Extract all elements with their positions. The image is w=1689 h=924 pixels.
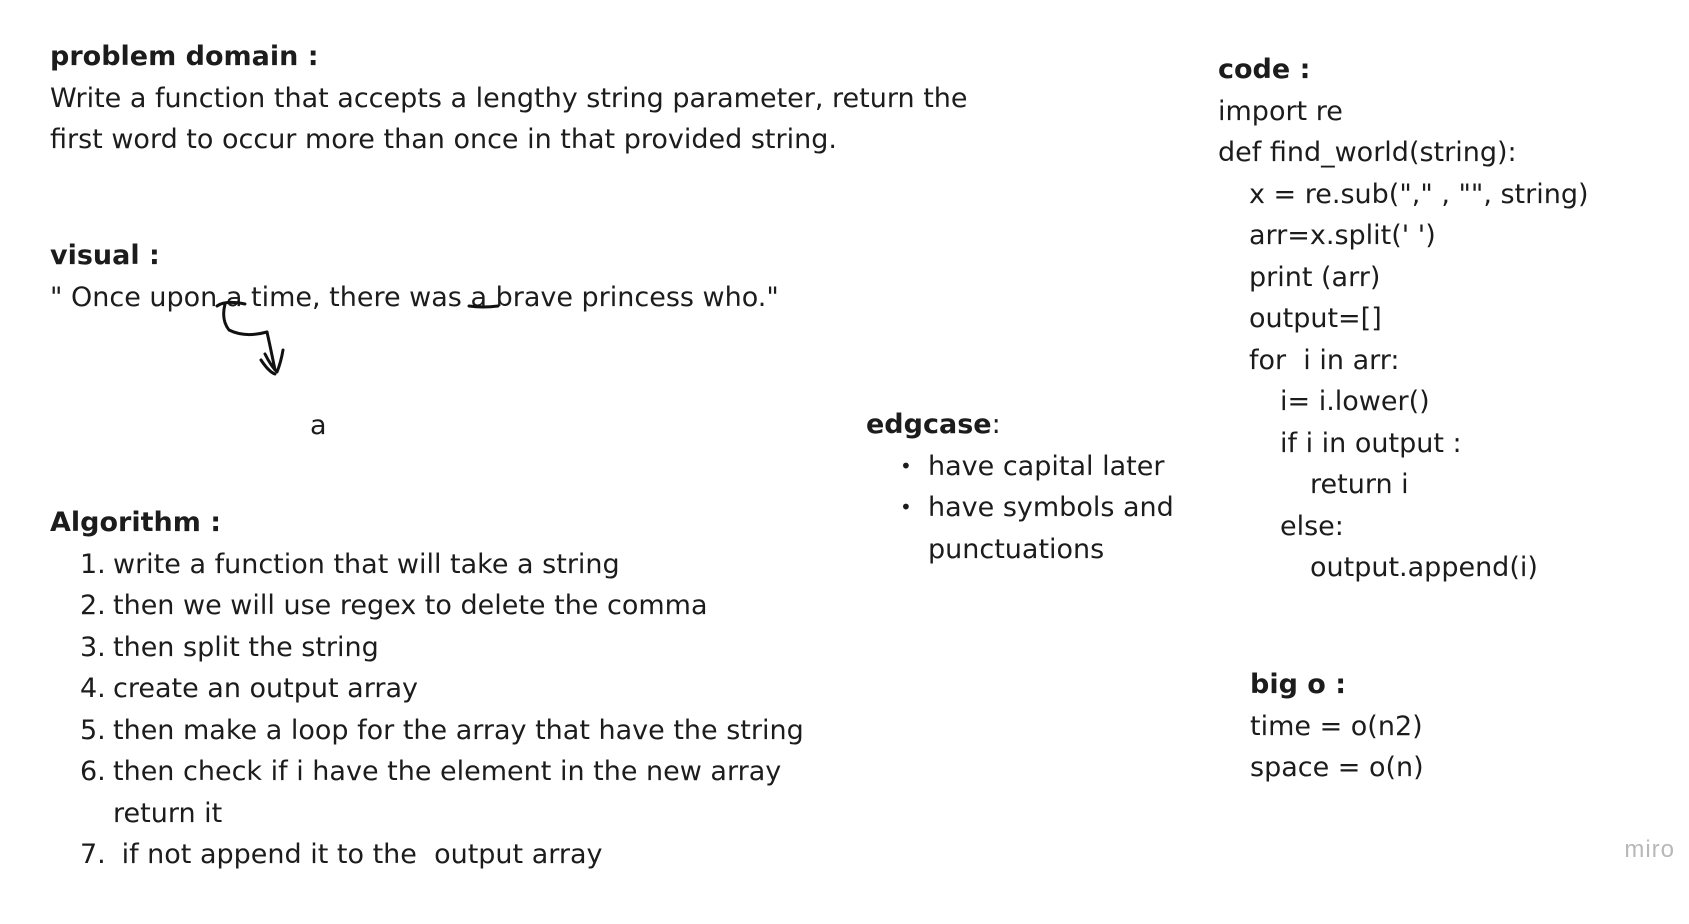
code-heading: code : [1218, 54, 1311, 85]
visual-section: visual : " Once upon a time, there was a… [50, 235, 779, 318]
algorithm-step: 6. then check if i have the element in t… [80, 756, 782, 829]
big-o-time: time = o(n2) [1250, 710, 1423, 742]
problem-domain-heading: problem domain : [50, 41, 319, 72]
edgecase-item: have symbols and punctuations [866, 487, 1174, 570]
algorithm-section: Algorithm : 1. write a function that wil… [50, 502, 804, 876]
edgecase-heading-row: edgcase: [866, 404, 1174, 446]
algorithm-step: 3. then split the string [80, 631, 379, 663]
big-o-space: space = o(n) [1250, 752, 1424, 783]
code-section: code : import re def find_world(string):… [1218, 49, 1589, 589]
algorithm-heading: Algorithm : [50, 507, 222, 538]
code-line: for i in arr: [1249, 344, 1400, 376]
problem-line-1: Write a function that accepts a lengthy … [50, 82, 968, 114]
algorithm-steps-list: 1. write a function that will take a str… [50, 544, 804, 876]
algorithm-step: 2. then we will use regex to delete the … [80, 590, 708, 621]
edgecase-list: have capital later have symbols and punc… [866, 446, 1174, 571]
problem-domain-section: problem domain : Write a function that a… [50, 36, 968, 161]
big-o-heading: big o : [1250, 669, 1347, 700]
code-line: output.append(i) [1310, 552, 1538, 583]
visual-heading: visual : [50, 240, 160, 271]
code-line: if i in output : [1280, 427, 1462, 459]
algorithm-step: 1. write a function that will take a str… [80, 548, 620, 580]
code-line: else: [1280, 510, 1344, 542]
visual-sentence: " Once upon a time, there was a brave pr… [50, 281, 779, 313]
visual-answer: a [310, 410, 327, 441]
edgecase-heading: edgcase [866, 409, 992, 440]
code-line: x = re.sub("," , "", string) [1249, 178, 1589, 210]
hand-drawn-arrow-icon [215, 300, 500, 376]
edgecase-item: have capital later [866, 446, 1174, 488]
problem-line-2: first word to occur more than once in th… [50, 124, 837, 155]
edgecase-colon: : [991, 409, 1001, 440]
big-o-section: big o : time = o(n2) space = o(n) [1250, 664, 1424, 789]
code-line: arr=x.split(' ') [1249, 220, 1436, 251]
code-line: print (arr) [1249, 261, 1381, 293]
algorithm-step: 5. then make a loop for the array that h… [80, 714, 804, 746]
edgecase-section: edgcase: have capital later have symbols… [866, 404, 1174, 570]
code-line: output=[] [1249, 303, 1382, 334]
code-line: import re [1218, 95, 1343, 127]
code-line: i= i.lower() [1280, 386, 1430, 417]
algorithm-step: 7. if not append it to the output array [80, 839, 603, 870]
code-line: return i [1310, 469, 1409, 500]
algorithm-step: 4. create an output array [80, 673, 418, 704]
code-line: def find_world(string): [1218, 137, 1517, 168]
miro-logo: miro [1624, 836, 1675, 863]
